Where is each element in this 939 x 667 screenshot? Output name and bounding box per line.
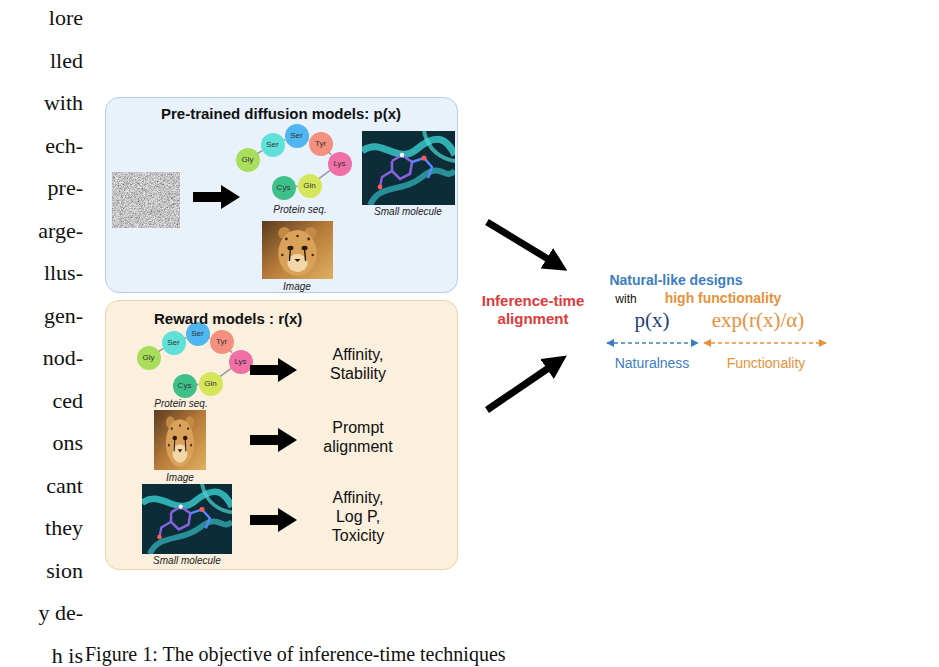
amino-acid-circle: Ser — [162, 331, 186, 355]
peptide-bond — [329, 152, 331, 155]
item-caption: Protein seq. — [255, 204, 345, 216]
amino-acid-name: Ser — [285, 124, 309, 148]
body-text-fragment: with — [0, 90, 83, 116]
item-caption: Small molecule — [137, 555, 237, 567]
generation-arrow — [193, 185, 240, 209]
body-text-fragment: arge- — [0, 218, 83, 244]
amino-acid-name: Tyr — [309, 132, 333, 156]
naturalness-range — [607, 342, 698, 344]
reward-arrow — [250, 508, 297, 532]
amino-acid-circle: Tyr — [210, 330, 234, 354]
body-text-fragment: y de- — [0, 600, 83, 626]
body-text-fragment: h is — [0, 643, 83, 667]
amino-acid-circle: Lys — [328, 152, 352, 176]
amino-acid-circle: Gln — [199, 372, 223, 396]
formula-term: exp(r(x)/α) — [688, 308, 828, 333]
amino-acid-circle: Gly — [236, 148, 260, 172]
noise-image — [112, 172, 180, 228]
reward-property: Affinity, Stability — [318, 346, 398, 384]
body-text-fragment: lore — [0, 5, 83, 31]
peptide-bond — [220, 369, 231, 377]
body-text-fragment: they — [0, 515, 83, 541]
body-text-fragment: nod- — [0, 345, 83, 371]
amino-acid-name: Lys — [229, 350, 253, 374]
body-text-fragment: llus- — [0, 260, 83, 286]
peptide-bond — [230, 350, 232, 353]
amino-acid-name: Gly — [236, 148, 260, 172]
cheetah-image — [154, 410, 206, 470]
merge-arrow — [487, 222, 553, 262]
amino-acid-circle: Cys — [272, 176, 296, 200]
small-molecule-image — [142, 484, 232, 554]
reward-panel: GlySerSerTyrLysCysGlnReward models : r(x… — [105, 300, 458, 570]
amino-acid-name: Ser — [162, 331, 186, 355]
axis-label: Functionality — [706, 355, 826, 372]
functionality-range — [704, 342, 826, 344]
peptide-bond — [196, 384, 198, 386]
amino-acid-circle: Ser — [261, 133, 285, 157]
item-caption: Image — [150, 472, 210, 484]
amino-acid-name: Tyr — [210, 330, 234, 354]
reward-arrow — [250, 358, 297, 382]
amino-acid-circle: Ser — [285, 124, 309, 148]
body-text-fragment: sion — [0, 558, 83, 584]
panel-title: Pre-trained diffusion models: p(x) — [106, 105, 456, 122]
reward-arrow — [250, 428, 297, 452]
goal-heading: Natural-like designs — [576, 272, 776, 289]
amino-acid-circle: Tyr — [309, 132, 333, 156]
reward-property: Prompt alignment — [313, 419, 403, 457]
amino-acid-name: Cys — [272, 176, 296, 200]
amino-acid-name: Cys — [173, 374, 197, 398]
body-text-fragment: pre- — [0, 175, 83, 201]
body-text-fragment: gen- — [0, 303, 83, 329]
goal-heading: with — [609, 292, 643, 306]
peptide-bond — [295, 186, 297, 188]
amino-acid-circle: Cys — [173, 374, 197, 398]
model-panel: GlySerSerTyrLysCysGlnPre-trained diffusi… — [105, 97, 458, 293]
amino-acid-name: Gly — [137, 346, 161, 370]
peptide-bond — [258, 151, 262, 154]
peptide-bond — [284, 139, 286, 141]
item-caption: Protein seq. — [136, 398, 226, 410]
axis-label: Naturalness — [597, 355, 707, 372]
merge-arrow — [487, 365, 553, 410]
amino-acid-circle: Lys — [229, 350, 253, 374]
peptide-bond — [308, 138, 309, 140]
panel-title: Reward models : r(x) — [154, 310, 354, 327]
amino-acid-name: Gln — [298, 174, 322, 198]
amino-acid-name: Gln — [199, 372, 223, 396]
body-text-fragment: ced — [0, 388, 83, 414]
reward-property: Affinity, Log P, Toxicity — [318, 489, 398, 546]
item-caption: Small molecule — [358, 206, 458, 218]
peptide-bond — [319, 171, 330, 179]
body-text-fragment: lled — [0, 48, 83, 74]
method-label: Inference-time alignment — [468, 292, 598, 327]
amino-acid-circle: Gln — [298, 174, 322, 198]
body-text-fragment: ons — [0, 430, 83, 456]
formula-term: p(x) — [622, 308, 682, 333]
small-molecule-image — [362, 131, 455, 205]
body-text-fragment: cant — [0, 473, 83, 499]
amino-acid-circle: Gly — [137, 346, 161, 370]
peptide-bond — [159, 349, 163, 352]
amino-acid-name: Ser — [261, 133, 285, 157]
goal-heading: high functionality — [638, 290, 808, 307]
peptide-bond — [185, 337, 187, 339]
peptide-bond — [209, 336, 210, 338]
item-caption: Image — [267, 281, 327, 293]
figure-caption: Figure 1: The objective of inference-tim… — [85, 643, 506, 667]
amino-acid-name: Lys — [328, 152, 352, 176]
body-text-fragment: ech- — [0, 133, 83, 159]
cheetah-image — [262, 221, 333, 279]
